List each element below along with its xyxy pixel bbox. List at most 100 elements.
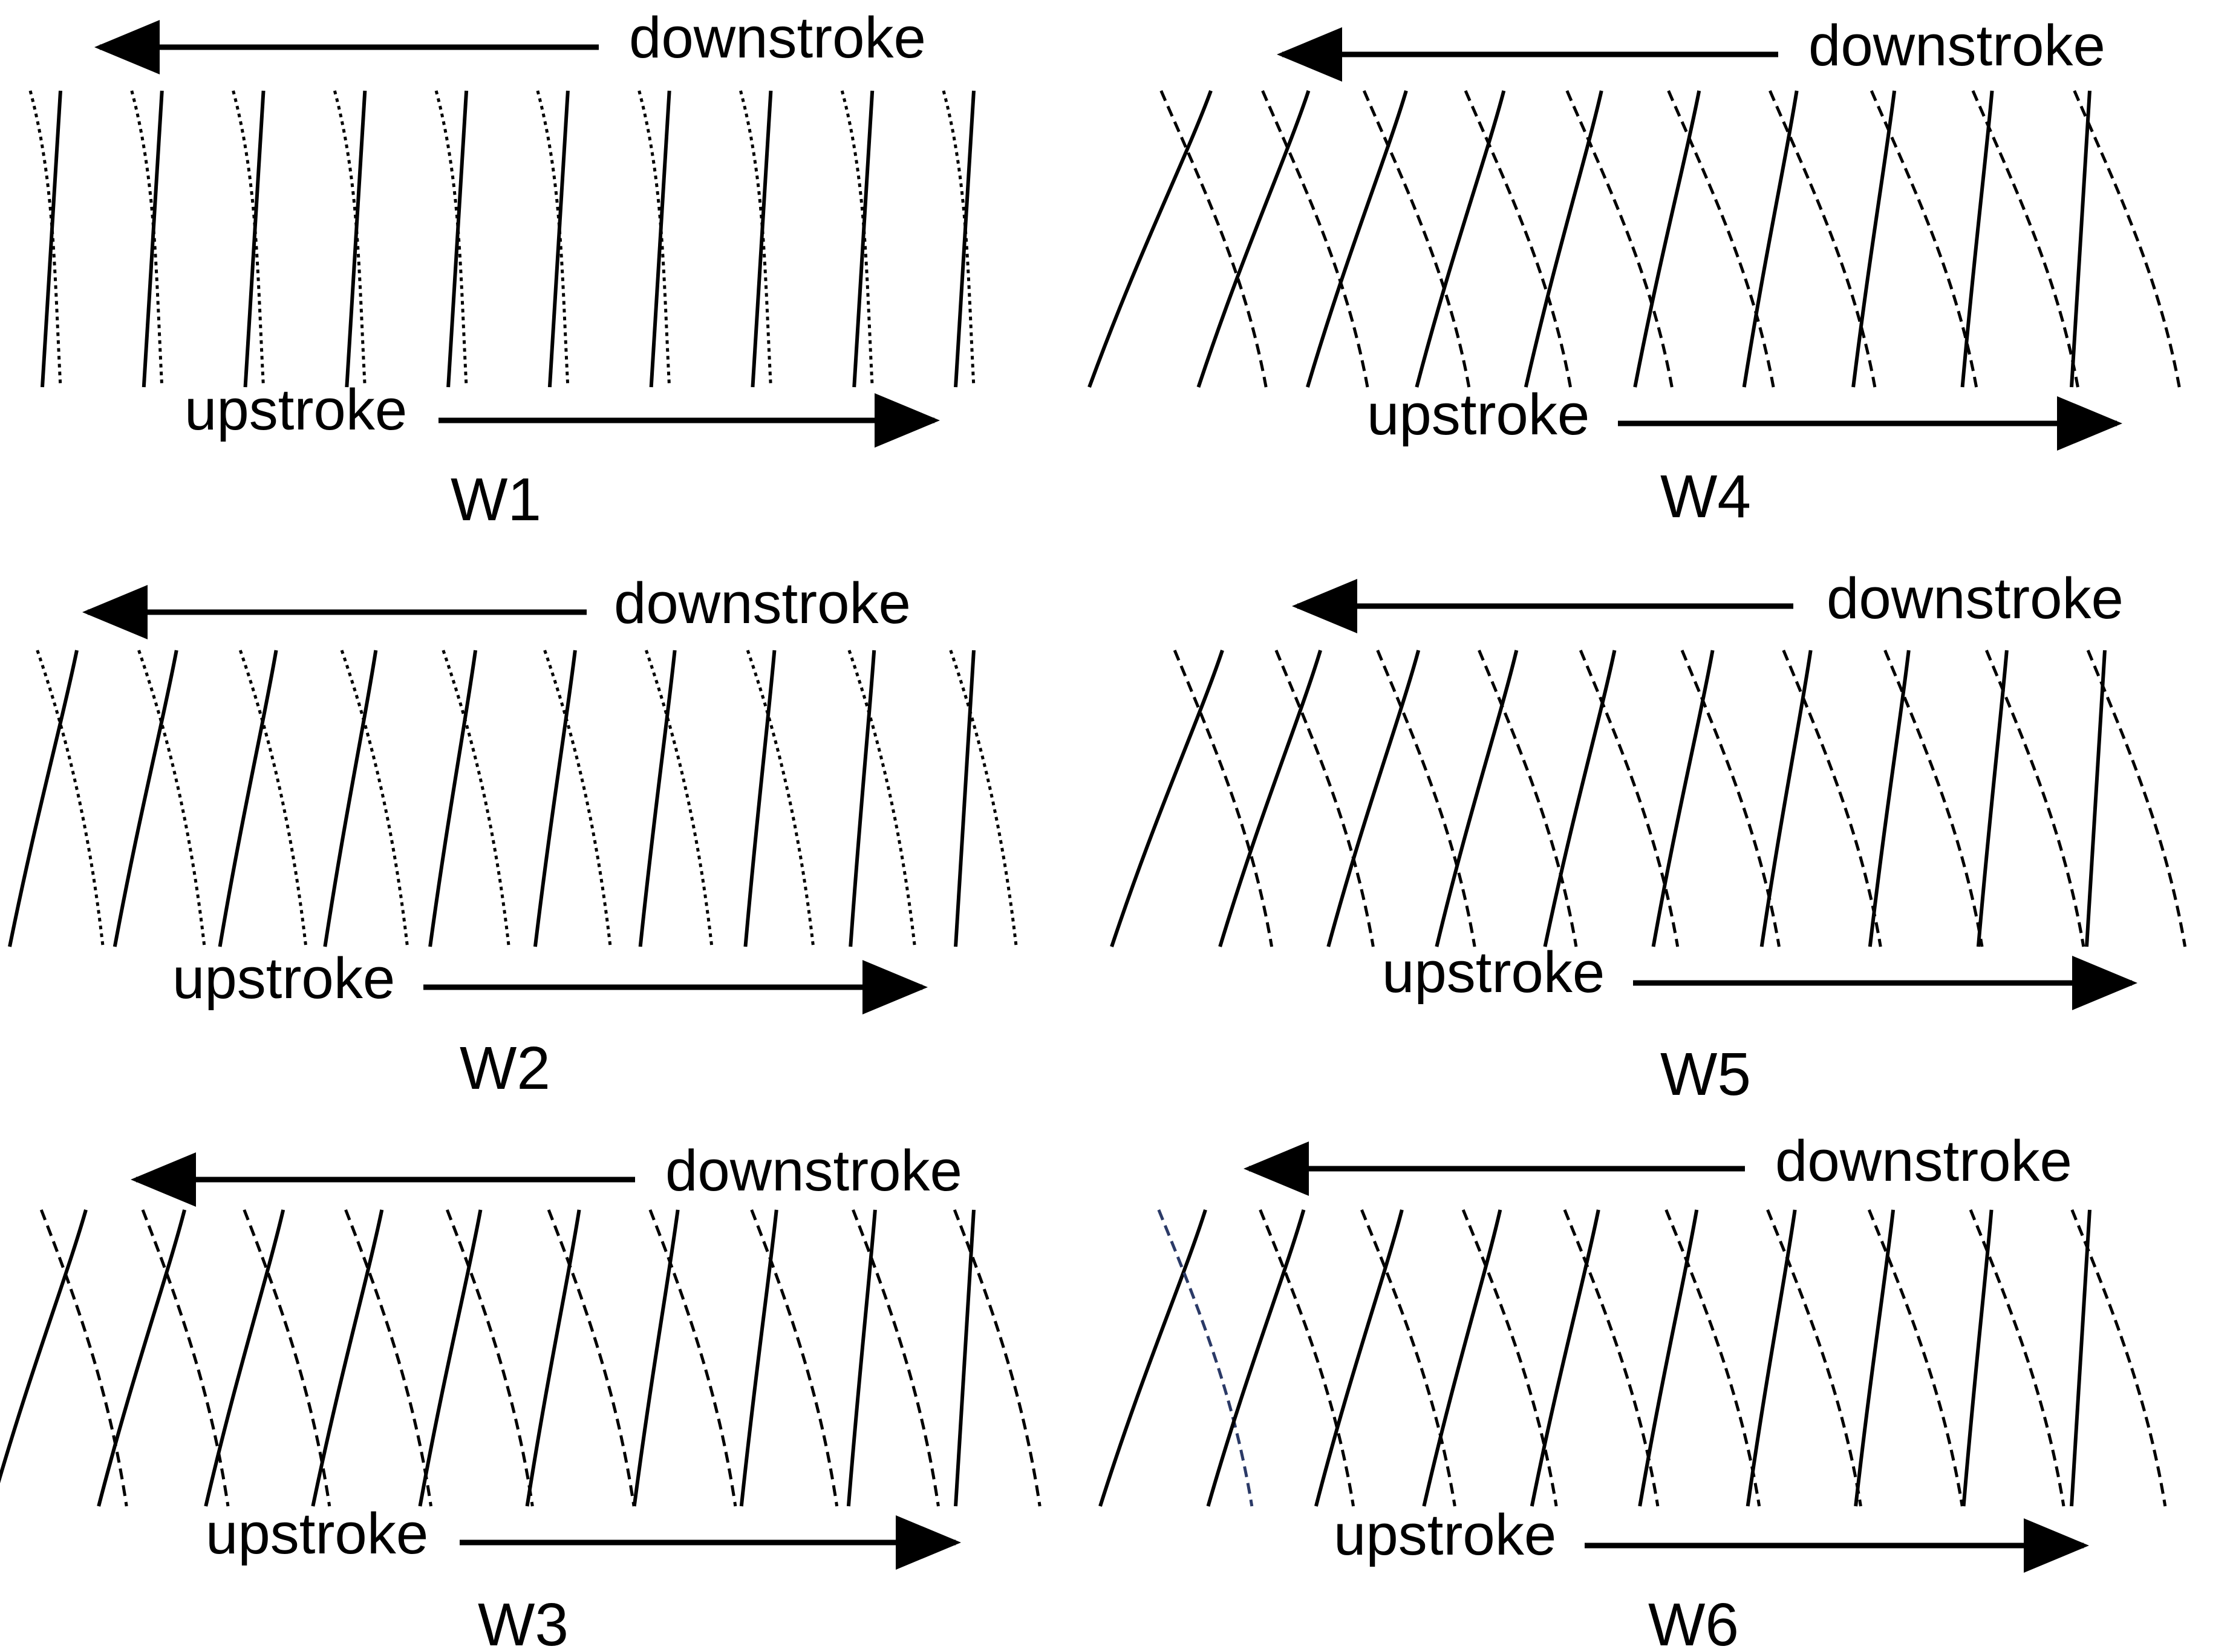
w5-downstroke-chord [1173, 650, 1274, 947]
w1-title: W1 [451, 466, 541, 534]
w3-downstroke-chord [141, 1209, 230, 1507]
w2-upstroke-chord [743, 650, 777, 947]
w5-upstroke-chord [1543, 650, 1617, 947]
w5-upstroke-chord [1759, 650, 1813, 947]
w2-upstroke-chord [533, 650, 577, 947]
w5-downstroke-chord [1274, 650, 1375, 947]
w2-upstroke-chord [638, 650, 677, 947]
w4-stroke-lines [1087, 90, 2181, 388]
w5-upstroke-chord [2085, 650, 2107, 947]
w2-downstroke-chord [949, 650, 1018, 947]
w1-upstroke-chord [852, 90, 875, 388]
w3-stroke-lines [0, 1209, 1042, 1507]
w6-upstroke-chord [2070, 1209, 2091, 1507]
w5-stroke-lines [1110, 650, 2187, 947]
w6-upstroke-label: upstroke [1334, 1503, 1556, 1567]
w4-upstroke-chord [1306, 90, 1408, 388]
w3-downstroke-chord [750, 1209, 839, 1507]
w5-downstroke-chord [1680, 650, 1781, 947]
w3-downstroke-chord [243, 1209, 331, 1507]
w5-upstroke-label: upstroke [1382, 940, 1605, 1005]
w6-downstroke-chord [1969, 1209, 2065, 1507]
w6-downstroke-chord [1360, 1209, 1456, 1507]
w3-title: W3 [478, 1591, 569, 1652]
panel-w6: downstroke upstroke W6 [1098, 1129, 2167, 1652]
panel-w4: downstroke upstroke W4 [1087, 13, 2181, 531]
w6-upstroke-chord [1314, 1209, 1404, 1507]
w1-downstroke-chord [739, 90, 772, 388]
w5-title: W5 [1660, 1040, 1751, 1108]
panel-w2: downstroke upstroke W2 [8, 571, 1018, 1102]
w1-downstroke-label: downstroke [629, 5, 926, 70]
w4-downstroke-chord [1769, 90, 1877, 388]
w6-upstroke-chord [1206, 1209, 1306, 1507]
w5-downstroke-chord [1883, 650, 1984, 947]
w5-downstroke-chord [1376, 650, 1476, 947]
w5-downstroke-label: downstroke [1827, 566, 2124, 631]
w6-downstroke-chord [1461, 1209, 1558, 1507]
w4-downstroke-chord [1362, 90, 1471, 388]
w2-downstroke-chord [442, 650, 510, 947]
w2-upstroke-chord [849, 650, 876, 947]
w2-downstroke-chord [847, 650, 916, 947]
w5-upstroke-chord [1976, 650, 2009, 947]
w4-upstroke-chord [1742, 90, 1799, 388]
w1-upstroke-chord [41, 90, 62, 388]
w3-upstroke-label: upstroke [206, 1501, 428, 1566]
w6-downstroke-chord [1563, 1209, 1660, 1507]
w4-upstroke-chord [1524, 90, 1603, 388]
w2-upstroke-chord [218, 650, 278, 947]
w3-upstroke-chord [954, 1209, 976, 1507]
w3-upstroke-chord [739, 1209, 778, 1507]
w1-downstroke-chord [333, 90, 367, 388]
w5-upstroke-chord [1868, 650, 1911, 947]
w4-downstroke-chord [1261, 90, 1369, 388]
w5-upstroke-chord [1218, 650, 1322, 947]
w6-downstroke-label: downstroke [1775, 1129, 2072, 1193]
w1-downstroke-chord [434, 90, 468, 388]
w1-downstroke-chord [942, 90, 976, 388]
w2-upstroke-chord [954, 650, 976, 947]
w2-title: W2 [460, 1034, 550, 1102]
w1-upstroke-chord [751, 90, 773, 388]
w6-upstroke-chord [1961, 1209, 1994, 1507]
w5-downstroke-chord [1579, 650, 1680, 947]
w3-downstroke-chord [445, 1209, 534, 1507]
w1-stroke-lines [28, 90, 976, 388]
w4-upstroke-chord [1196, 90, 1311, 388]
w3-downstroke-label: downstroke [665, 1138, 962, 1203]
w3-upstroke-chord [632, 1209, 680, 1507]
w2-downstroke-chord [36, 650, 105, 947]
w1-upstroke-chord [446, 90, 469, 388]
w3-upstroke-chord [97, 1209, 187, 1507]
w4-upstroke-chord [1851, 90, 1897, 388]
w3-downstroke-chord [852, 1209, 940, 1507]
w4-downstroke-chord [2073, 90, 2181, 388]
w1-upstroke-chord [954, 90, 976, 388]
w6-downstroke-chord [2070, 1209, 2167, 1507]
w3-upstroke-chord [204, 1209, 285, 1507]
panel-w3: downstroke upstroke W3 [0, 1138, 1042, 1652]
w2-stroke-lines [8, 650, 1018, 947]
w2-downstroke-label: downstroke [614, 571, 911, 636]
w5-upstroke-chord [1326, 650, 1421, 947]
w4-upstroke-label: upstroke [1367, 382, 1589, 447]
w5-upstroke-chord [1651, 650, 1715, 947]
w3-downstroke-chord [344, 1209, 433, 1507]
w1-downstroke-chord [536, 90, 570, 388]
w6-upstroke-chord [1854, 1209, 1896, 1507]
panel-w5: downstroke upstroke W5 [1110, 566, 2187, 1108]
w4-upstroke-chord [1087, 90, 1213, 388]
w2-upstroke-chord [323, 650, 378, 947]
w4-upstroke-chord [2070, 90, 2091, 388]
w1-upstroke-chord [649, 90, 671, 388]
panel-w1: downstroke upstroke W1 [28, 5, 976, 534]
w5-downstroke-chord [1985, 650, 2085, 947]
w3-downstroke-chord [39, 1209, 128, 1507]
w6-upstroke-chord [1638, 1209, 1699, 1507]
w6-title: W6 [1648, 1591, 1739, 1652]
w5-downstroke-chord [1782, 650, 1882, 947]
w6-upstroke-chord [1530, 1209, 1600, 1507]
w3-upstroke-chord [311, 1209, 384, 1507]
